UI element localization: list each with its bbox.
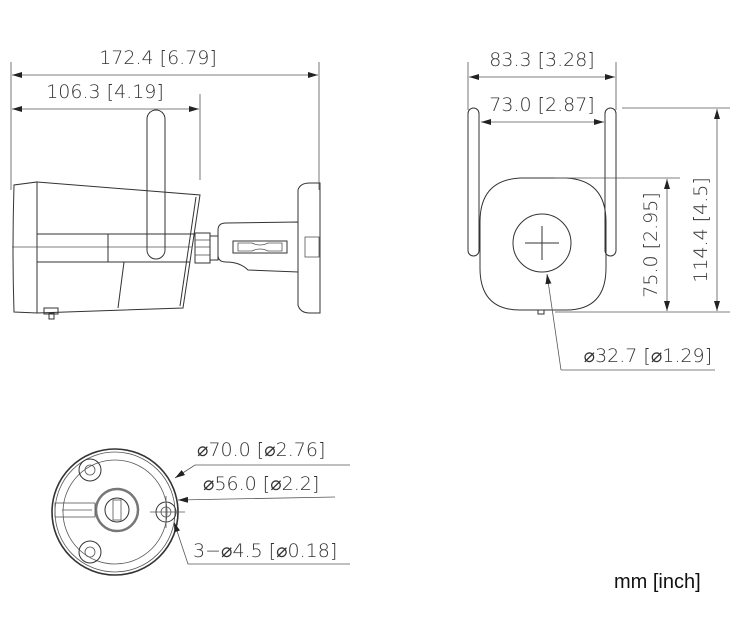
overall-height-label: 114.4 [4.5]: [690, 177, 712, 282]
mounting-hole: [78, 540, 102, 564]
antenna-side: [146, 109, 166, 260]
hub: [94, 487, 140, 533]
base-view: ⌀70.0 [⌀2.76] ⌀56.0 [⌀2.2] 3−⌀4.5 [⌀0.18…: [51, 439, 350, 576]
units-note: mm [inch]: [614, 571, 701, 593]
front-view: 83.3 [3.28] 73.0 [2.87] 75.0 [2.95] 114.…: [467, 49, 730, 371]
hole-circle-diameter-label: ⌀56.0 [⌀2.2]: [203, 473, 319, 495]
body-height-label: 75.0 [2.95]: [640, 192, 662, 297]
antenna-span-label: 83.3 [3.28]: [489, 49, 594, 71]
overall-length-label: 172.4 [6.79]: [99, 47, 217, 69]
body-length-label: 106.3 [4.19]: [46, 81, 164, 103]
side-view: 172.4 [6.79] 106.3 [4.19]: [10, 47, 321, 320]
mounting-holes-label: 3−⌀4.5 [⌀0.18]: [193, 540, 337, 562]
body-width-label: 73.0 [2.87]: [489, 94, 594, 116]
mounting-hole: [150, 496, 185, 528]
right-antenna: [604, 107, 617, 257]
camera-body-side: [12, 181, 201, 320]
lens-leader-line: [545, 273, 562, 371]
left-antenna: [467, 107, 480, 257]
camera-body-front: [479, 177, 607, 311]
mount-arm-side: [194, 182, 321, 314]
lens-circle: [512, 213, 572, 273]
lens-diameter-label: ⌀32.7 [⌀1.29]: [584, 345, 712, 367]
base-diameter-label: ⌀70.0 [⌀2.76]: [197, 439, 325, 461]
mounting-hole: [78, 458, 102, 482]
